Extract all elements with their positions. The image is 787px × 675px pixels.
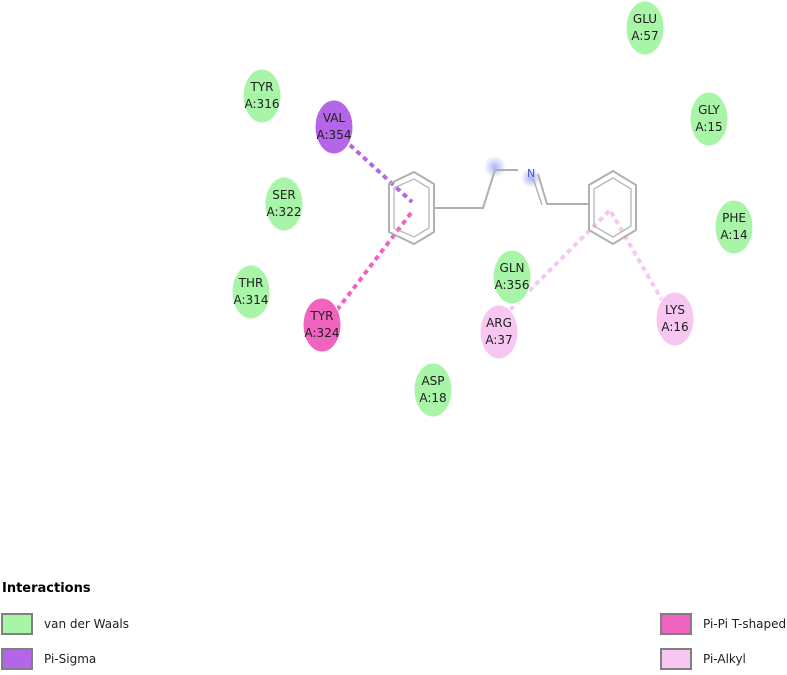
residue-circle [492, 249, 532, 305]
imine-bond-double [532, 177, 543, 206]
legend-label: Pi-Sigma [44, 652, 97, 666]
residue-circle [242, 68, 282, 124]
benzene-ring-right [588, 169, 637, 246]
residue-circle [689, 91, 729, 147]
residue-number: A:57 [631, 29, 658, 43]
residue-number: A:14 [720, 228, 747, 242]
residue-name: ARG [486, 316, 512, 330]
legend-swatch [1, 648, 33, 670]
residue-node[interactable]: ARG A:37 [479, 304, 519, 360]
legend-item-pi-pi-tshaped: Pi-Pi T-shaped [660, 612, 786, 636]
residue-number: A:15 [695, 120, 722, 134]
residue-name: TYR [310, 309, 334, 323]
residue-node[interactable]: PHE A:14 [714, 199, 754, 255]
residue-number: A:16 [661, 320, 688, 334]
residue-circle [413, 362, 453, 418]
residue-circle [231, 264, 271, 320]
residue-number: A:37 [485, 333, 512, 347]
ethyl-chain [434, 169, 518, 209]
residue-circle [655, 291, 695, 347]
residue-number: A:314 [234, 293, 269, 307]
residue-number: A:322 [267, 205, 302, 219]
residue-number: A:316 [245, 97, 280, 111]
residue-name: LYS [665, 303, 685, 317]
ligand-structure: N [388, 156, 637, 246]
residue-circle [302, 297, 342, 353]
residue-node[interactable]: GLU A:57 [625, 0, 665, 56]
residue-circle [625, 0, 665, 56]
benzene-ring-left-inner [393, 178, 430, 238]
residue-node[interactable]: TYR A:316 [242, 68, 282, 124]
legend-label: van der Waals [44, 617, 130, 631]
residue-node[interactable]: TYR A:324 [302, 297, 342, 353]
legend-swatch [660, 613, 692, 635]
residue-node[interactable]: LYS A:16 [655, 291, 695, 347]
legend-item-vdw: van der Waals [1, 612, 129, 636]
nitrogen-glow [484, 156, 506, 178]
nitrogen-glow [521, 168, 541, 188]
residue-node[interactable]: SER A:322 [264, 176, 304, 232]
legend-swatch [1, 613, 33, 635]
residue-circle [714, 199, 754, 255]
residue-nodes: GLU A:57 TYR A:316 VAL A:354 GLY A:15 SER A:3… [231, 0, 754, 418]
benzene-ring-left [388, 170, 435, 246]
interaction-tyr324 [335, 211, 413, 312]
residue-node[interactable]: THR A:314 [231, 264, 271, 320]
legend-label: Pi-Pi T-shaped [703, 617, 787, 631]
residue-circle [479, 304, 519, 360]
imine-bond [537, 173, 588, 205]
residue-node[interactable]: ASP A:18 [413, 362, 453, 418]
legend-label: Pi-Alkyl [703, 652, 746, 666]
benzene-ring-right-inner [593, 177, 632, 238]
residue-number: A:356 [495, 278, 530, 292]
interaction-val354 [348, 143, 414, 204]
residue-number: A:324 [305, 326, 340, 340]
residue-number: A:354 [317, 128, 352, 142]
interaction-arg37 [508, 208, 612, 312]
residue-name: THR [238, 276, 264, 290]
residue-circle [314, 99, 354, 155]
legend-swatch [660, 648, 692, 670]
nitrogen-label: N [527, 167, 535, 180]
residue-name: ASP [421, 374, 444, 388]
legend-title: Interactions [2, 581, 91, 596]
residue-name: VAL [323, 111, 346, 125]
residue-circle [264, 176, 304, 232]
residue-number: A:18 [419, 391, 446, 405]
residue-name: TYR [250, 80, 274, 94]
residue-name: GLY [698, 103, 720, 117]
residue-name: GLN [500, 261, 525, 275]
residue-node[interactable]: GLN A:356 [492, 249, 532, 305]
residue-name: SER [272, 188, 296, 202]
residue-name: PHE [722, 211, 746, 225]
interaction-lines [335, 143, 665, 312]
interaction-diagram: N GLU A:57 TYR A:316 VAL A:354 GLY A:15 SER A… [231, 0, 754, 418]
legend-item-pi-sigma: Pi-Sigma [1, 647, 96, 671]
residue-node[interactable]: VAL A:354 [314, 99, 354, 155]
legend-item-pi-alkyl: Pi-Alkyl [660, 647, 746, 671]
residue-node[interactable]: GLY A:15 [689, 91, 729, 147]
residue-name: GLU [633, 12, 657, 26]
